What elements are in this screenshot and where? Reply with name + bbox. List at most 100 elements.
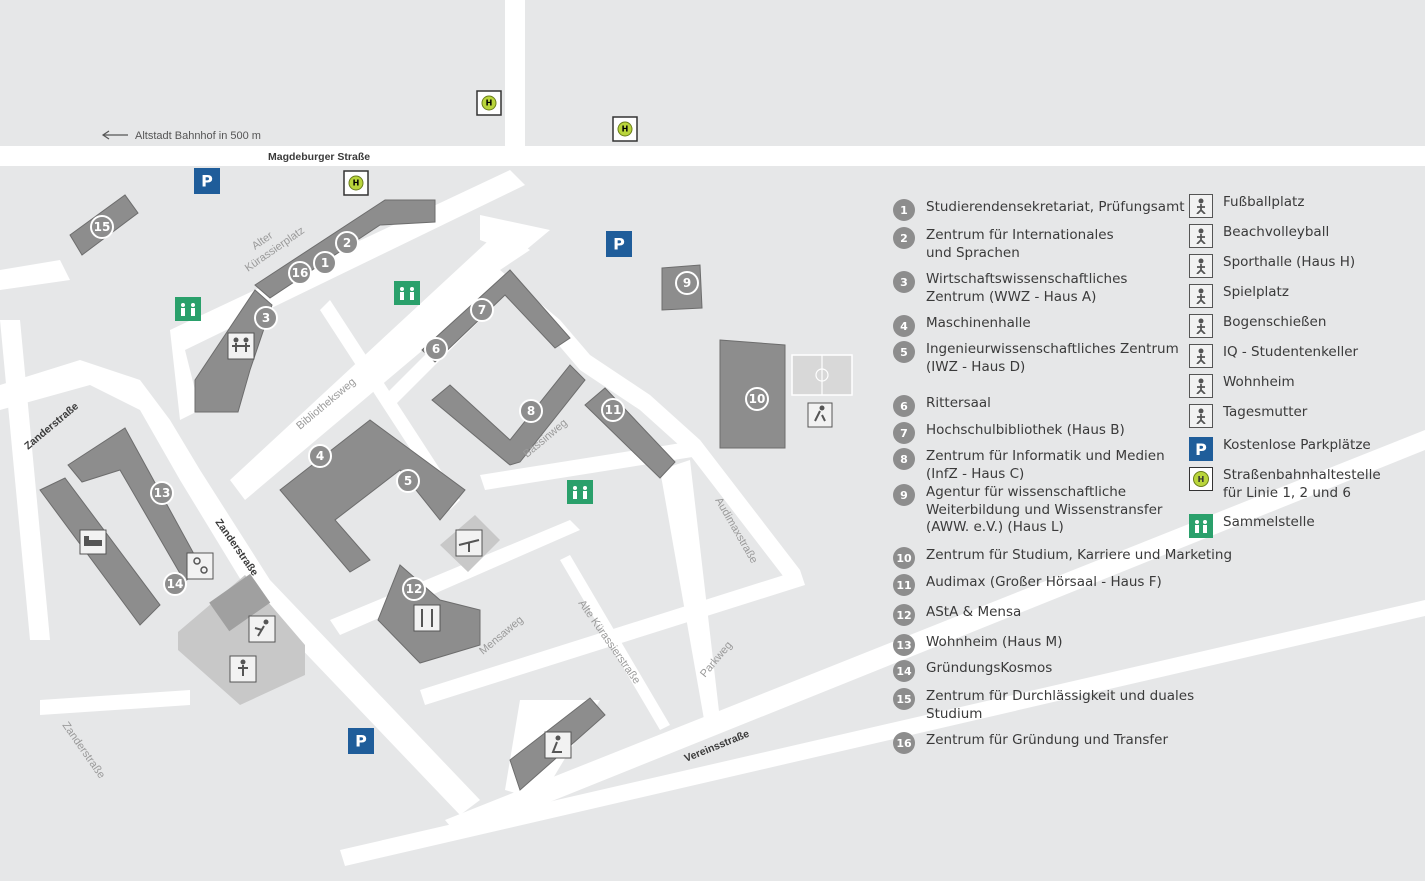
legend-facility-sports-hall: Sporthalle (Haus H) [1189,254,1355,278]
legend-label: IQ - Studentenkeller [1223,344,1359,360]
legend-number: 9 [893,484,915,506]
legend-label: Rittersaal [926,395,991,411]
legend-label: Sammelstelle [1223,514,1315,530]
building-marker-6[interactable]: 6 [424,337,448,361]
legend-number: 5 [893,341,915,363]
legend-facility-assembly-point: Sammelstelle [1189,514,1315,538]
beachvolleyball-icon [248,615,276,643]
legend-facility-parking: P Kostenlose Parkplätze [1189,437,1371,461]
svg-text:7: 7 [478,303,486,317]
party-icon [1189,344,1213,368]
tram-markers[interactable]: H H H [343,90,638,196]
legend-building-6: 6 Rittersaal [893,395,991,417]
tram-stop-icon[interactable]: H [343,170,369,196]
svg-text:10: 10 [749,392,766,406]
legend-label: Zentrum für Informatik und Medien (InfZ … [926,448,1165,482]
tram-stop-icon[interactable]: H [612,116,638,142]
legend-number: 12 [893,604,915,626]
parking-icon[interactable]: P [606,231,632,257]
legend-label: Studierendensekretariat, Prüfungsamt [926,199,1185,215]
building-marker-16[interactable]: 16 [288,261,312,285]
svg-text:P: P [201,172,213,191]
building-marker-11[interactable]: 11 [601,398,625,422]
legend-number: 8 [893,448,915,470]
assembly-point-icon [175,297,201,321]
assembly-markers [175,281,593,504]
assembly-point-icon [394,281,420,305]
bed-icon [79,529,107,555]
svg-text:2: 2 [343,236,351,250]
building-marker-12[interactable]: 12 [402,577,426,601]
svg-text:P: P [613,235,625,254]
legend-building-10: 10 Zentrum für Studium, Karriere und Mark… [893,547,1232,569]
parking-icon[interactable]: P [348,728,374,754]
legend-label: Spielplatz [1223,284,1289,300]
legend-label: Wirtschaftswissenschaftliches Zentrum (W… [926,271,1128,305]
legend-label: Wohnheim (Haus M) [926,634,1063,650]
legend-label: Zentrum für Gründung und Transfer [926,732,1169,748]
svg-text:9: 9 [683,276,691,290]
building-marker-7[interactable]: 7 [470,298,494,322]
childcare-icon [186,552,214,580]
legend-label: Maschinenhalle [926,315,1031,331]
building-marker-2[interactable]: 2 [335,231,359,255]
legend-number: 1 [893,199,915,221]
building-marker-13[interactable]: 13 [150,481,174,505]
archery-icon [1189,314,1213,338]
assembly-point-icon [1189,514,1213,538]
tram-stop-icon[interactable]: H [476,90,502,116]
legend-number: 10 [893,547,915,569]
sports-hall-icon [544,731,572,759]
legend-facility-childcare: Tagesmutter [1189,404,1307,428]
parking-icon: P [1189,437,1213,461]
legend-facility-archery: Bogenschießen [1189,314,1326,338]
legend-building-4: 4 Maschinenhalle [893,315,1031,337]
svg-text:5: 5 [404,474,412,488]
legend-number: 16 [893,732,915,754]
legend-label: Zentrum für Studium, Karriere und Market… [926,547,1233,563]
building-marker-9[interactable]: 9 [675,271,699,295]
legend-facility-party: IQ - Studentenkeller [1189,344,1358,368]
legend-label: Tagesmutter [1223,404,1308,420]
svg-text:14: 14 [167,577,184,591]
building-marker-1[interactable]: 1 [313,251,337,275]
legend-number: 14 [893,660,915,682]
building-marker-14[interactable]: 14 [163,572,187,596]
svg-text:11: 11 [605,403,622,417]
legend-label: Kostenlose Parkplätze [1223,437,1371,453]
legend-number: 6 [893,395,915,417]
legend-building-16: 16 Zentrum für Gründung und Transfer [893,732,1168,754]
building-marker-15[interactable]: 15 [90,215,114,239]
facility-markers [79,332,833,759]
street-zanderstrasse-north: Zanderstraße [22,400,81,452]
building-marker-3[interactable]: 3 [254,306,278,330]
legend-label: Ingenieurwissenschaftliches Zentrum (IWZ… [926,341,1179,375]
building-marker-5[interactable]: 5 [396,469,420,493]
legend-number: 4 [893,315,915,337]
parking-markers[interactable]: P P P [194,168,632,754]
legend-label: Straßenbahnhaltestelle für Linie 1, 2 un… [1223,467,1381,501]
legend-label: Sporthalle (Haus H) [1223,254,1356,270]
altstadt-note: Altstadt Bahnhof in 500 m [135,130,261,142]
legend-label: Wohnheim [1223,374,1295,390]
building-marker-10[interactable]: 10 [745,387,769,411]
svg-text:16: 16 [292,266,309,280]
legend-label: AStA & Mensa [926,604,1022,620]
legend-label: Beachvolleyball [1223,224,1330,240]
bed-icon [1189,374,1213,398]
legend-label: Bogenschießen [1223,314,1327,330]
building-marker-4[interactable]: 4 [308,444,332,468]
legend-building-1: 1 Studierendensekretariat, Prüfungsamt [893,199,1185,221]
building-marker-8[interactable]: 8 [519,399,543,423]
restaurant-icon [413,604,441,632]
playground-icon [455,529,483,557]
legend-number: 7 [893,422,915,444]
parking-icon[interactable]: P [194,168,220,194]
